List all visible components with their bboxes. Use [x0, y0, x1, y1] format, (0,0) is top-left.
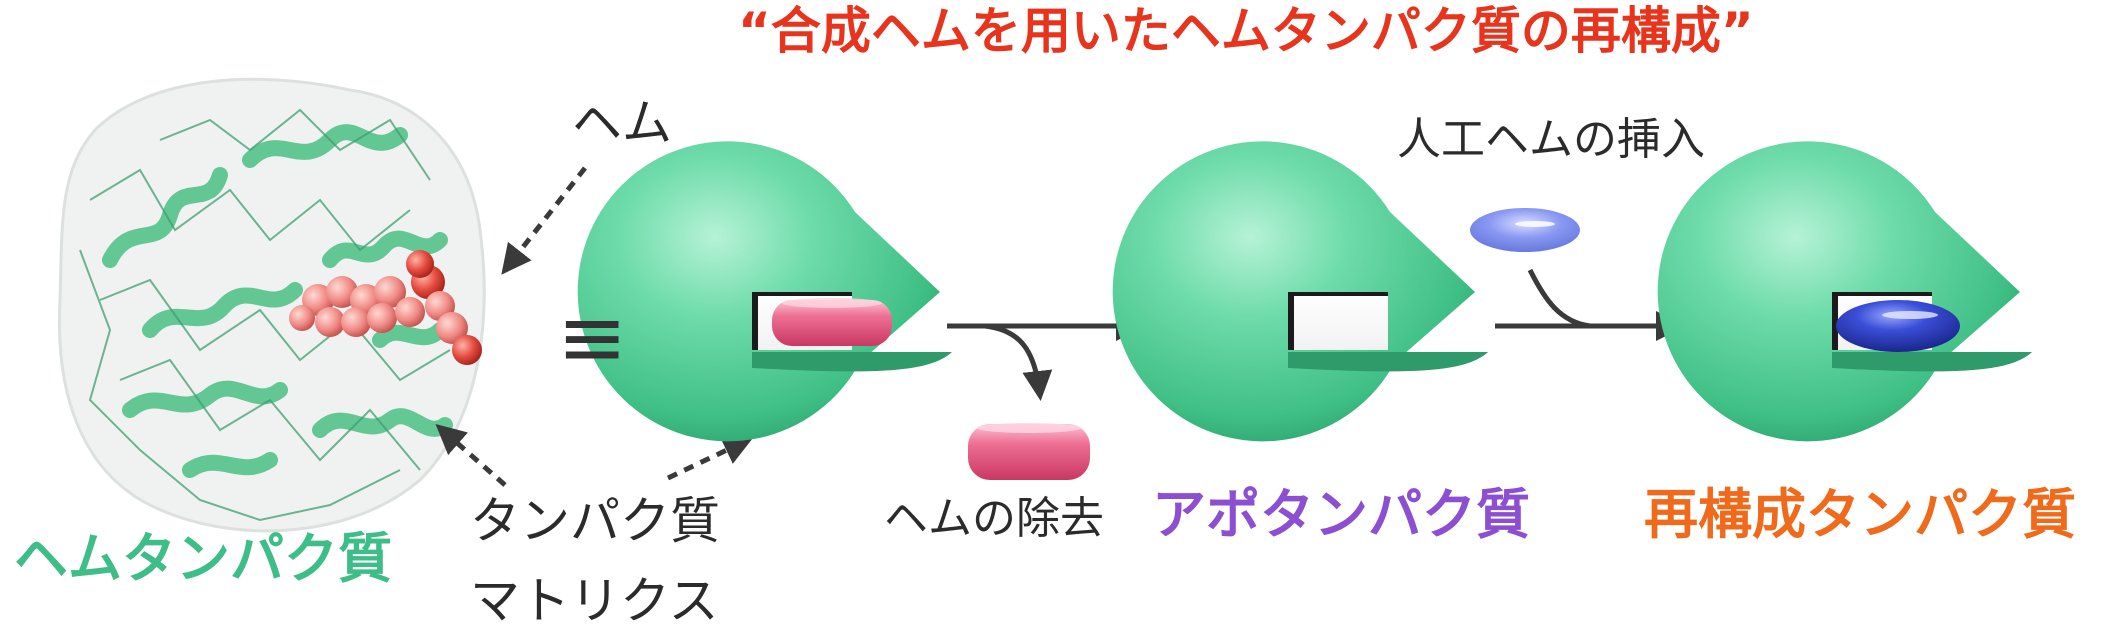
equivalence-symbol: ≡ [557, 288, 628, 386]
heme-molecule-spheres [289, 250, 482, 365]
apo-protein-cartoon [1112, 141, 1488, 442]
natural-heme-bound [772, 300, 892, 346]
matrix-arrow-to-structure [435, 424, 507, 487]
protein-matrix-label-line1: タンパク質 [470, 492, 720, 550]
diagram-title: “合成ヘムを用いたヘムタンパク質の再構成” [738, 2, 1754, 60]
artificial-heme-floating [1470, 208, 1580, 252]
protein-matrix-label-line2: マトリクス [470, 572, 719, 630]
heme-insertion-arrow [1495, 268, 1686, 341]
removed-heme [968, 423, 1090, 480]
artificial-heme-insertion-label: 人工ヘムの挿入 [1397, 114, 1705, 165]
heme-protein-label: ヘムタンパク質 [14, 527, 392, 590]
reconstituted-protein-label: 再構成タンパク質 [1644, 483, 2076, 546]
heme-label: ヘム [572, 94, 672, 152]
heme-removal-arrow [947, 311, 1146, 401]
heme-protein-structure [57, 77, 486, 533]
heme-arrow-to-structure [501, 166, 587, 275]
heme-removal-label: ヘムの除去 [884, 493, 1104, 544]
holo-protein-cartoon [577, 141, 952, 442]
reconstituted-protein-cartoon [1657, 141, 2032, 442]
apo-protein-label: アポタンパク質 [1152, 483, 1530, 546]
artificial-heme-bound [1836, 300, 1960, 352]
matrix-arrow-to-cartoon [666, 436, 754, 481]
